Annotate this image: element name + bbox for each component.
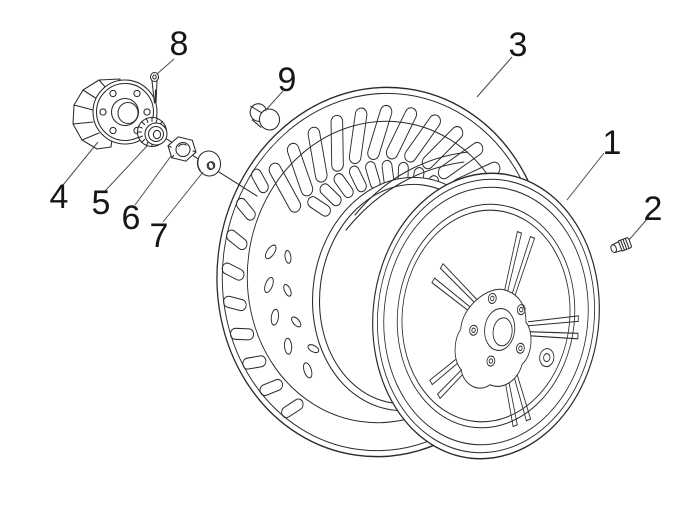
splined-ring-drawing (136, 116, 168, 148)
rim-hub (454, 288, 532, 389)
hex-nut-drawing (167, 136, 197, 162)
leader-lines (62, 56, 649, 241)
back-rim-arc (354, 151, 469, 216)
tyre-valve-drawing (610, 237, 632, 253)
leader-7 (162, 171, 204, 223)
valve-hole (539, 348, 555, 368)
callout-6: 6 (121, 199, 141, 237)
leader-9 (264, 90, 284, 112)
washer-drawing (196, 150, 222, 177)
callout-2: 2 (643, 190, 663, 228)
leader-1 (566, 152, 605, 201)
spacer-bushing-drawing (249, 103, 281, 131)
leader-2 (628, 217, 649, 241)
leader-8 (156, 58, 175, 75)
back-rim-arc (345, 161, 465, 231)
leader-6 (134, 155, 172, 206)
callout-7: 7 (149, 217, 169, 255)
leader-4 (62, 141, 99, 186)
callout-8: 8 (169, 25, 189, 63)
callout-1: 1 (602, 124, 622, 162)
leader-3 (476, 56, 513, 98)
leader-5 (104, 145, 148, 192)
callout-5: 5 (91, 184, 111, 222)
wheel-rim-drawing (372, 172, 600, 460)
callout-9: 9 (277, 61, 297, 99)
split-pin-drawing (149, 71, 160, 104)
callout-4: 4 (49, 178, 69, 216)
callout-3: 3 (508, 26, 528, 64)
